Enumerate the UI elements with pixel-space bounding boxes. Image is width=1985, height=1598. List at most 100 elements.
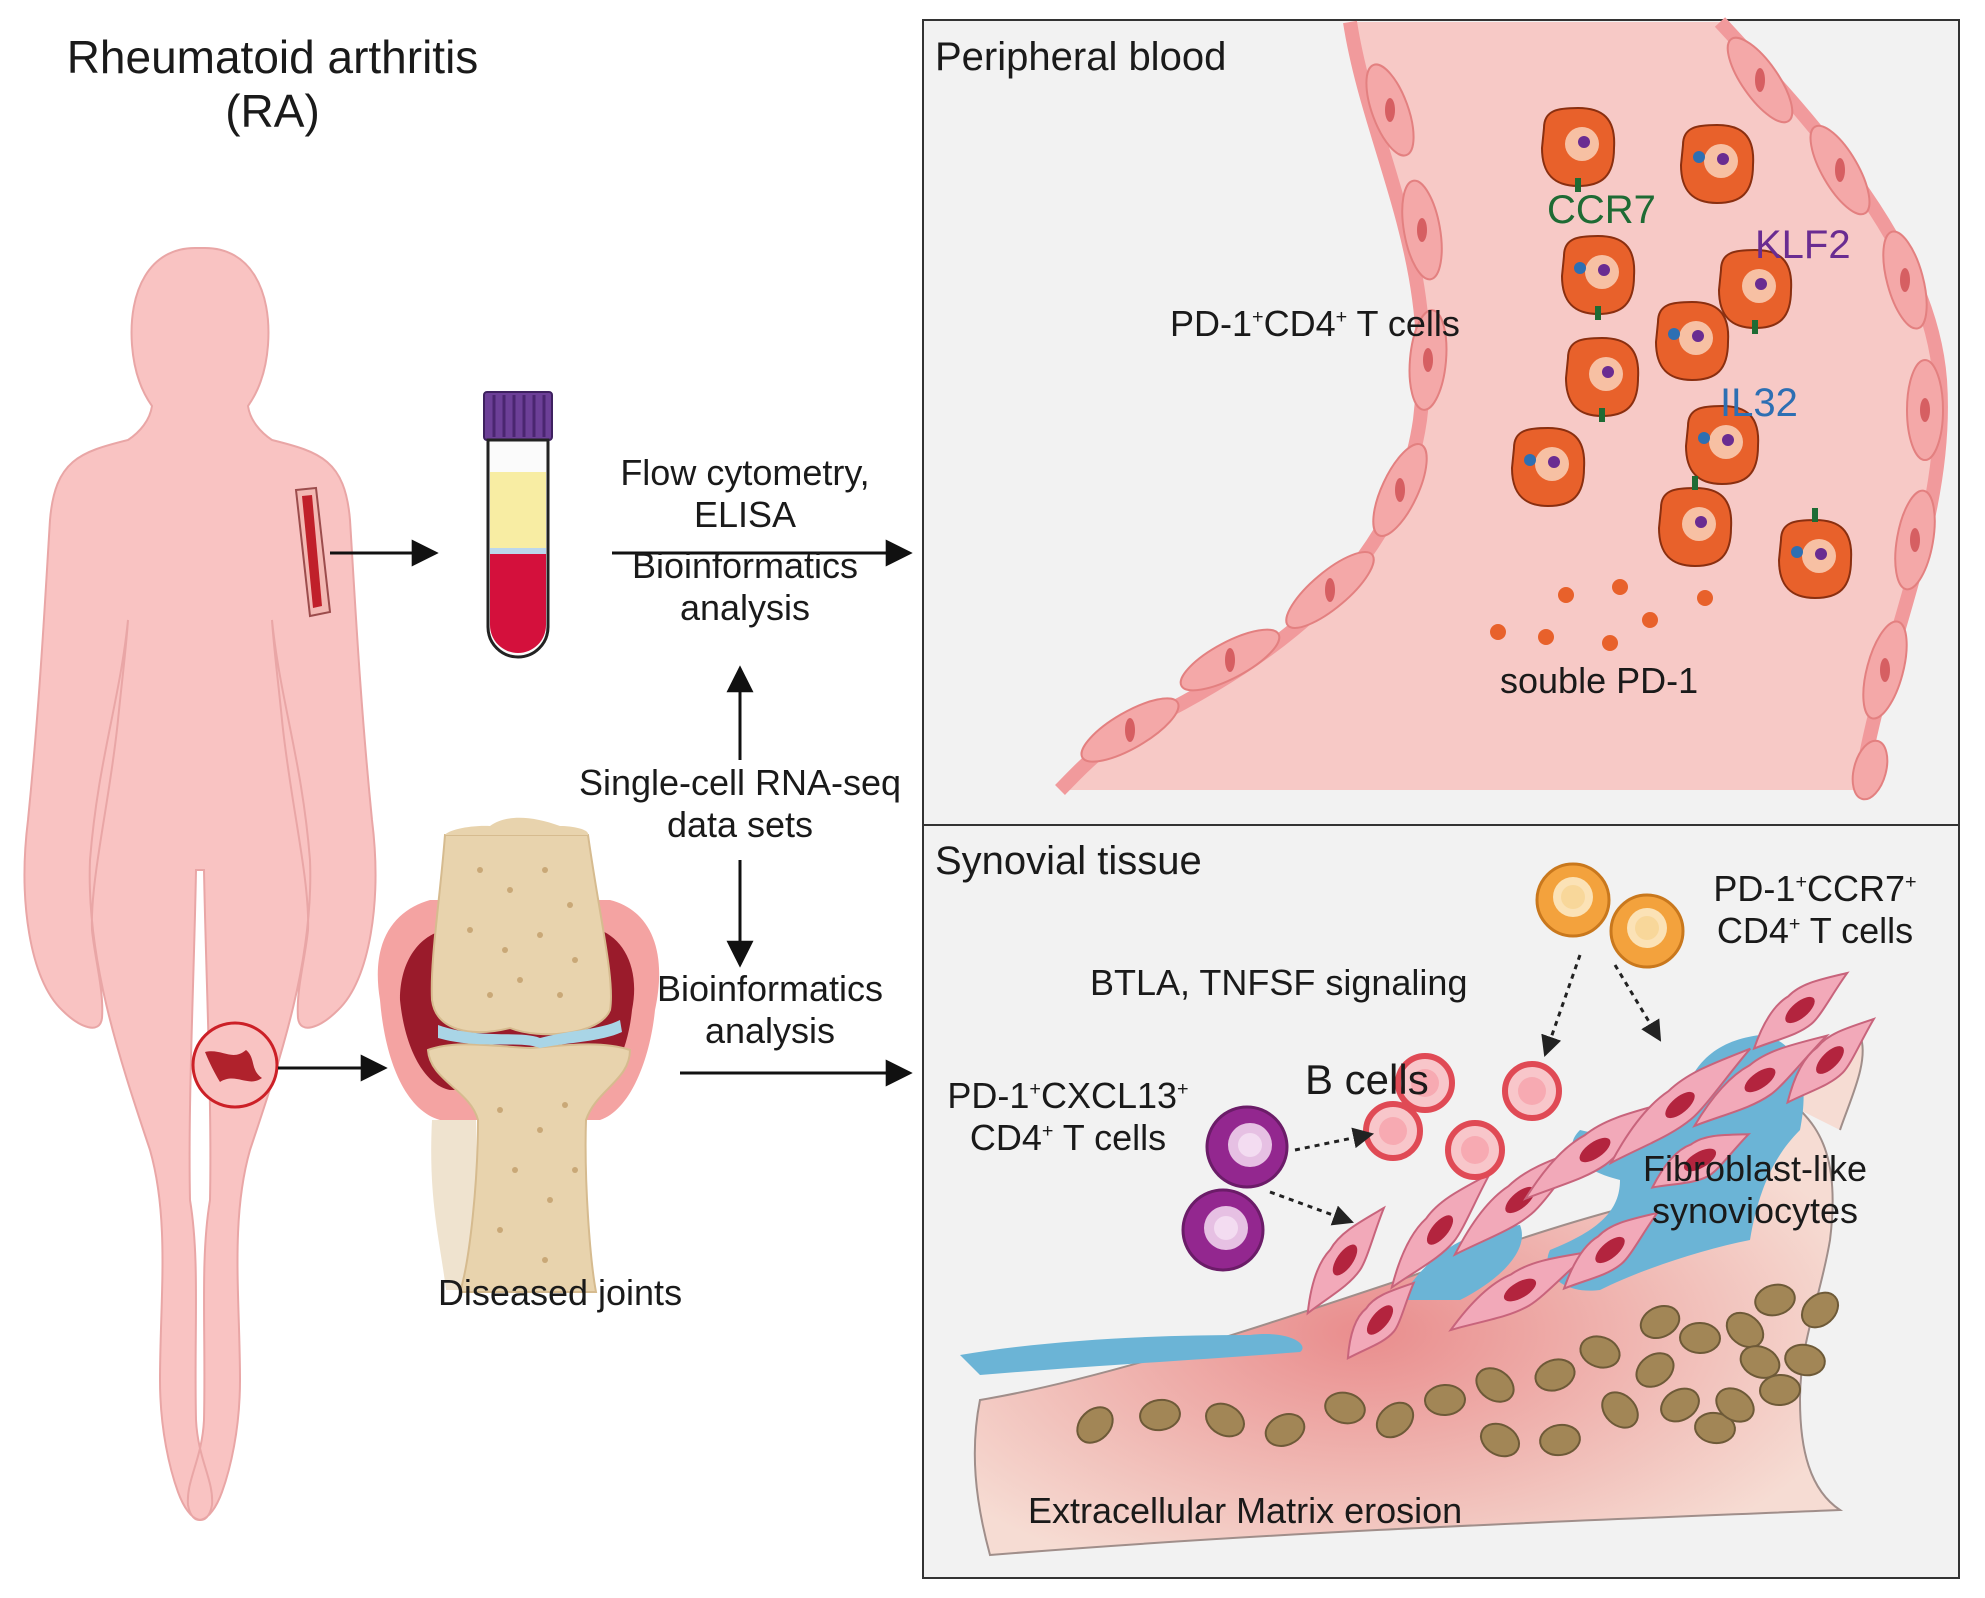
methods-top-label: Flow cytometry, ELISA Bioinformatics ana… (590, 452, 900, 630)
fibroblast-cell-icon (1306, 1205, 1386, 1316)
ecm-cell-icon (1579, 1335, 1621, 1369)
ecm-cell-icon (1660, 1387, 1700, 1423)
label-part: PD-1 (1170, 303, 1253, 344)
dotted-arrow-cxcl13-to-bcells (1294, 1127, 1375, 1152)
t-cell-icon (1777, 508, 1853, 600)
methods-bioinformatics-top: Bioinformatics (631, 544, 859, 586)
pd1-cd4-t-cells-group (1510, 106, 1853, 600)
blood-tube-icon (483, 391, 553, 659)
dotted-arrow-cxcl13-to-fls (1269, 1190, 1354, 1226)
methods-analysis-top: analysis (679, 587, 811, 629)
marker-il32-label: IL32 (1720, 381, 1798, 425)
ecm-cell-icon (1534, 1358, 1576, 1392)
fibroblast-cell-icon (1692, 1033, 1830, 1128)
methods-scrna-line1: Single-cell RNA-seq (578, 762, 902, 803)
ecm-cell-icon (1784, 1343, 1826, 1377)
t-cell-icon (1654, 300, 1730, 382)
dotted-arrow-ccr7-to-bcells (1541, 954, 1582, 1057)
marker-klf2-label: KLF2 (1755, 223, 1851, 267)
pd1-ccr7-cd4-t-cells-icon (1535, 862, 1685, 969)
ecm-erosion-label: Extracellular Matrix erosion (1028, 1490, 1463, 1531)
fibroblast-cell-icon (1786, 1017, 1877, 1105)
dotted-arrow-ccr7-to-fls (1613, 964, 1662, 1042)
fls-line2: synoviocytes (1651, 1190, 1859, 1232)
fibroblast-like-synoviocytes-label: Fibroblast-like synoviocytes (1610, 1148, 1900, 1233)
methods-bottom-label: Bioinformatics analysis (620, 968, 920, 1053)
label-part: CD4 (1716, 910, 1789, 952)
fibroblast-like-synoviocytes-group (1306, 971, 1877, 1361)
pd1-ccr7-line1: PD-1+CCR7+ (1680, 868, 1950, 910)
ecm-cell-icon (1539, 1423, 1581, 1457)
label-part: PD-1 (1713, 868, 1796, 909)
label-sup: + (1335, 306, 1348, 328)
blood-vessel (1055, 17, 1948, 801)
ecm-cell-icon (1694, 1411, 1736, 1445)
b-cells-label: B cells (1305, 1056, 1429, 1103)
label-part: T cells (1053, 1117, 1167, 1159)
ecm-cell-icon (1479, 1422, 1521, 1458)
label-part: CXCL13 (1040, 1075, 1178, 1116)
ecm-cell-icon (1725, 1311, 1765, 1349)
ecm-cell-icon (1375, 1401, 1415, 1439)
ecm-cell-icon (1639, 1304, 1681, 1340)
label-part: T cells (1800, 910, 1914, 952)
label-sup: + (1788, 913, 1801, 936)
ecm-cell-icon (1601, 1391, 1639, 1429)
ecm-cell-icon (1754, 1283, 1796, 1317)
fibroblast-cell-icon (1608, 1047, 1751, 1166)
ecm-cell-icon (1800, 1291, 1840, 1329)
label-part: T cells (1347, 303, 1460, 344)
label-part: CD4 (1263, 303, 1336, 344)
pd1-cxcl13-line2: CD4+ T cells (928, 1117, 1208, 1159)
ecm-cell-icon (1759, 1373, 1801, 1407)
t-cell-icon (1657, 476, 1733, 568)
ecm-cell-icon (1715, 1387, 1755, 1423)
t-cell-icon (1679, 123, 1755, 205)
soluble-pd1-dots (1490, 579, 1713, 651)
ecm-cell-icon (1076, 1406, 1114, 1444)
diseased-joint-illustration (377, 817, 660, 1293)
label-sup: + (1905, 871, 1917, 893)
marker-ccr7-label: CCR7 (1547, 188, 1656, 232)
pd1-cxcl13-cd4-label: PD-1+CXCL13+ CD4+ T cells (928, 1075, 1208, 1160)
fibroblast-cell-icon (1562, 1211, 1660, 1291)
label-sup: + (1795, 871, 1807, 893)
pd1-cxcl13-cd4-t-cells-icon (1181, 1105, 1289, 1272)
fibroblast-cell-icon (1346, 1281, 1416, 1361)
methods-analysis-bottom: analysis (704, 1010, 836, 1052)
ecm-cell-icon (1739, 1345, 1781, 1379)
ecm-cell-icon (1635, 1352, 1675, 1388)
synovial-tissue-heading: Synovial tissue (935, 839, 1202, 883)
ecm-cell-icon (1475, 1367, 1515, 1403)
fls-line1: Fibroblast-like (1642, 1148, 1868, 1189)
label-part: CD4 (969, 1117, 1042, 1159)
t-cell-icon (1717, 248, 1793, 334)
methods-flow-cytometry: Flow cytometry, (620, 452, 870, 493)
diseased-joints-label: Diseased joints (437, 1272, 683, 1313)
methods-scrna-line2: data sets (666, 804, 814, 846)
pd1-ccr7-line2: CD4+ T cells (1680, 910, 1950, 952)
soluble-pd1-label: souble PD-1 (1500, 660, 1699, 701)
fibroblast-cell-icon (1752, 971, 1850, 1051)
ecm-cell-icon (1679, 1321, 1721, 1355)
b-cell-icon (1395, 1053, 1455, 1113)
ecm-cell-icon (1205, 1402, 1245, 1438)
methods-elisa: ELISA (693, 494, 797, 536)
ecm-cell-icon (1264, 1413, 1306, 1447)
knee-highlight (191, 1021, 279, 1109)
fibroblast-cell-icon (1650, 1133, 1752, 1189)
label-part: CCR7 (1807, 868, 1906, 909)
pd1-cd4-t-cells-label: PD-1+CD4+ T cells (1170, 303, 1460, 345)
b-cell-icon (1363, 1101, 1423, 1161)
ecm-cell-icon (1424, 1383, 1466, 1417)
main-title: Rheumatoid arthritis (RA) (0, 30, 545, 139)
methods-scrna-label: Single-cell RNA-seq data sets (520, 762, 960, 847)
t-cell-icon (1564, 336, 1640, 422)
t-cell-icon (1540, 106, 1616, 192)
b-cell-icon (1502, 1061, 1562, 1121)
main-title-line1: Rheumatoid arthritis (66, 31, 479, 83)
label-sup: + (1252, 306, 1264, 328)
ecm-cells-group (1076, 1283, 1840, 1458)
label-sup: + (1177, 1078, 1189, 1100)
